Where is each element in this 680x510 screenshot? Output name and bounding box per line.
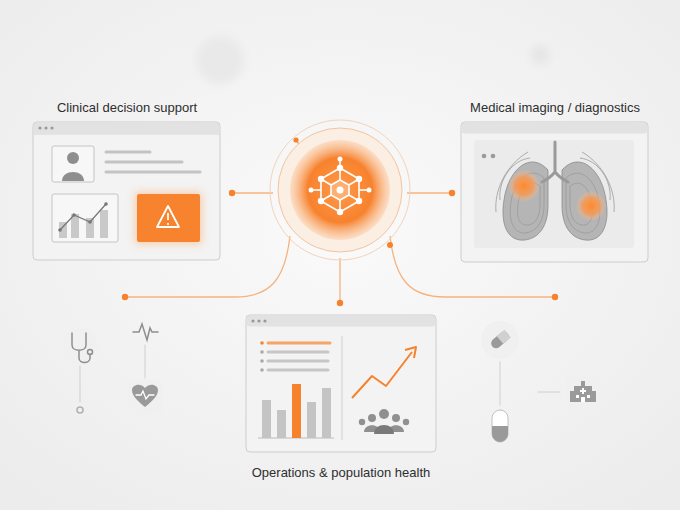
side-icons [63, 321, 600, 442]
operations-window [246, 315, 436, 452]
panel-heading: Clinical decision support [33, 100, 221, 116]
decor-sphere [196, 36, 244, 84]
operations-panel: Operations & population health [246, 313, 436, 483]
imaging-window [461, 122, 648, 262]
decor-sphere [530, 45, 550, 65]
clinical-panel: Clinical decision support [33, 98, 221, 262]
clinical-window [33, 122, 220, 260]
ai-hub [270, 120, 410, 260]
imaging-panel: Medical imaging / diagnostics [461, 98, 649, 264]
panel-heading: Operations & population health [246, 465, 436, 481]
panel-heading: Medical imaging / diagnostics [461, 100, 649, 116]
